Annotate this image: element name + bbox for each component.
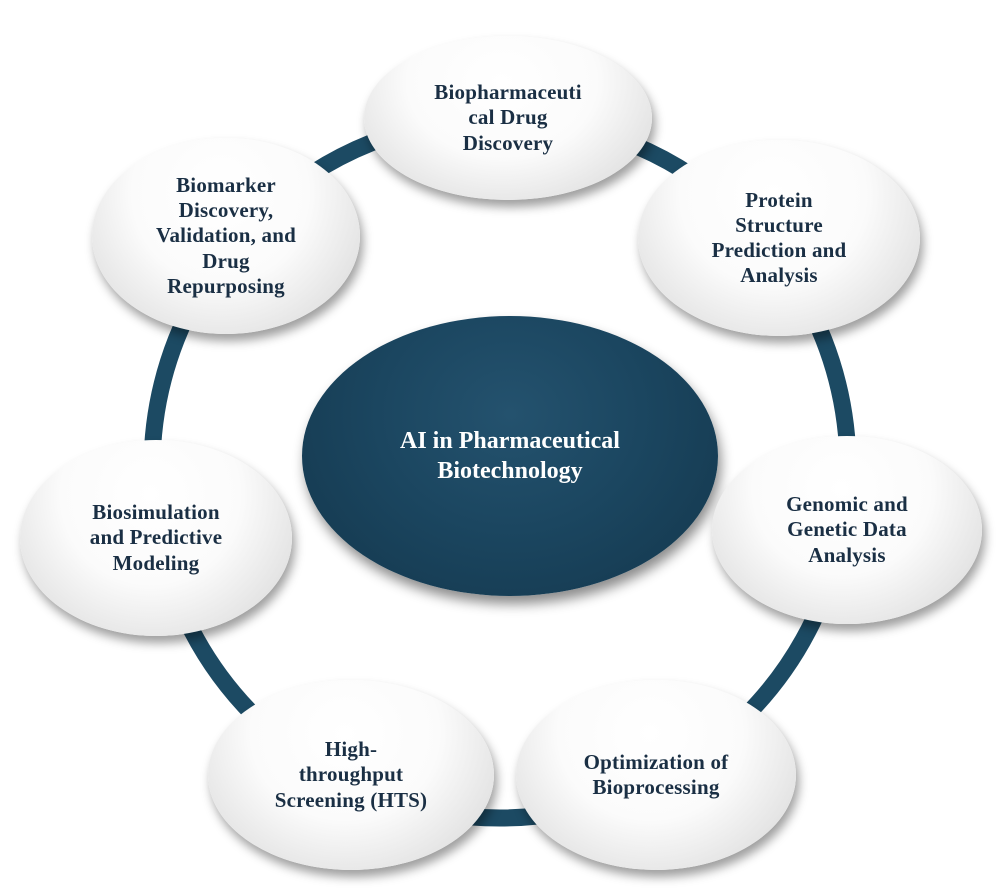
node-biomarker-discovery: Biomarker Discovery, Validation, and Dru… [92,138,360,334]
node-biopharmaceutical-drug-discovery: Biopharmaceuti cal Drug Discovery [364,36,652,200]
node-genomic-genetic-data-analysis: Genomic and Genetic Data Analysis [712,436,982,624]
node-biosimulation-predictive-modeling: Biosimulation and Predictive Modeling [20,440,292,636]
center-node: AI in Pharmaceutical Biotechnology [302,316,718,596]
node-high-throughput-screening: High- throughput Screening (HTS) [208,680,494,870]
node-optimization-bioprocessing: Optimization of Bioprocessing [516,680,796,870]
node-protein-structure-prediction: Protein Structure Prediction and Analysi… [638,140,920,336]
